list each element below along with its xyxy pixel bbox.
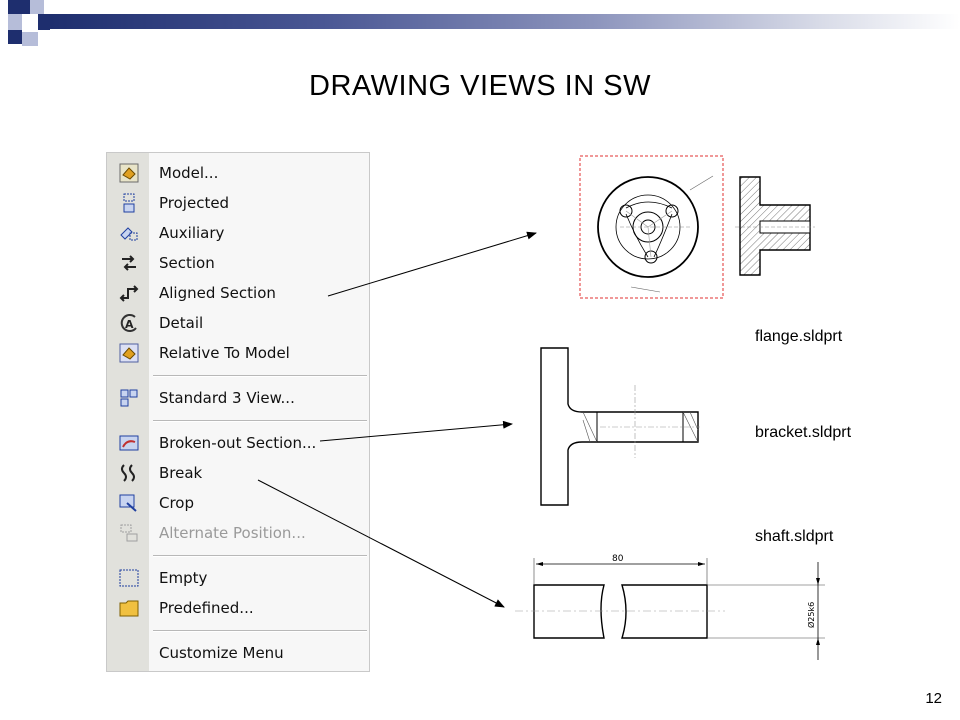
flange-section-view — [735, 176, 815, 276]
menu-item-model[interactable]: Model... — [107, 159, 369, 187]
menu-item-label: Standard 3 View... — [159, 389, 295, 407]
menu-item-section[interactable]: Section — [107, 249, 369, 277]
predefined-view-icon — [119, 598, 139, 618]
shaft-length-dimension: 80 — [612, 554, 624, 564]
menu-separator — [153, 375, 367, 377]
bolt-hole — [644, 250, 658, 264]
bolt-hole — [665, 204, 679, 218]
shaft-diameter-dimension: Ø25k6 — [806, 602, 816, 628]
flange-file-label: flange.sldprt — [755, 328, 843, 345]
broken-out-section-icon — [119, 433, 139, 453]
svg-text:A: A — [125, 318, 134, 331]
menu-icon-strip — [107, 153, 149, 671]
bracket-drawing — [540, 347, 700, 506]
auxiliary-view-icon — [119, 223, 139, 243]
shaft-drawing: 80 Ø25k6 — [515, 554, 825, 660]
menu-item-label: Alternate Position... — [159, 524, 306, 542]
menu-item-empty[interactable]: Empty — [107, 564, 369, 592]
shaft-file-label: shaft.sldprt — [755, 528, 834, 545]
menu-item-label: Empty — [159, 569, 208, 587]
menu-item-label: Crop — [159, 494, 195, 512]
corner-decoration — [0, 0, 80, 60]
menu-item-standard-3-view[interactable]: Standard 3 View... — [107, 384, 369, 412]
standard-3-view-icon — [119, 388, 139, 408]
drawing-view-menu: Model... Projected Auxiliary Section Ali… — [106, 152, 370, 672]
flange-front-view — [579, 155, 724, 299]
menu-item-label: Auxiliary — [159, 224, 225, 242]
menu-separator — [153, 420, 367, 422]
arrow-to-flange — [327, 231, 537, 297]
alternate-position-icon — [119, 523, 139, 543]
header-bar — [50, 14, 960, 29]
menu-item-relative-to-model[interactable]: Relative To Model — [107, 339, 369, 367]
menu-item-label: Section — [159, 254, 215, 272]
menu-item-customize-menu[interactable]: Customize Menu — [107, 639, 369, 667]
section-view-icon — [119, 253, 139, 273]
menu-item-crop[interactable]: Crop — [107, 489, 369, 517]
page-number: 12 — [925, 690, 942, 707]
menu-separator — [153, 630, 367, 632]
menu-item-aligned-section[interactable]: Aligned Section — [107, 279, 369, 307]
menu-item-detail[interactable]: A Detail — [107, 309, 369, 337]
projected-view-icon — [119, 193, 139, 213]
menu-item-broken-out-section[interactable]: Broken-out Section... — [107, 429, 369, 457]
menu-item-alternate-position[interactable]: Alternate Position... — [107, 519, 369, 547]
menu-item-label: Model... — [159, 164, 219, 182]
menu-item-projected[interactable]: Projected — [107, 189, 369, 217]
menu-item-label: Projected — [159, 194, 230, 212]
menu-item-predefined[interactable]: Predefined... — [107, 594, 369, 622]
empty-view-icon — [119, 568, 139, 588]
slide-title: DRAWING VIEWS IN SW — [309, 70, 651, 102]
menu-item-label: Relative To Model — [159, 344, 290, 362]
menu-item-break[interactable]: Break — [107, 459, 369, 487]
menu-item-auxiliary[interactable]: Auxiliary — [107, 219, 369, 247]
menu-item-label: Break — [159, 464, 203, 482]
flange-outer-circle — [597, 176, 699, 278]
arrow-to-bracket — [319, 420, 513, 442]
menu-item-label: Predefined... — [159, 599, 254, 617]
menu-item-label: Broken-out Section... — [159, 434, 317, 452]
relative-to-model-icon — [119, 343, 139, 363]
menu-item-label: Detail — [159, 314, 204, 332]
menu-separator — [153, 555, 367, 557]
break-icon — [119, 463, 139, 483]
arrow-to-shaft — [257, 479, 505, 608]
bracket-file-label: bracket.sldprt — [755, 424, 852, 441]
crop-icon — [119, 493, 139, 513]
crop-box — [579, 155, 724, 299]
aligned-section-icon — [119, 283, 139, 303]
menu-item-label: Customize Menu — [159, 644, 284, 662]
bolt-hole — [619, 204, 633, 218]
menu-item-label: Aligned Section — [159, 284, 276, 302]
model-view-icon — [119, 163, 139, 183]
detail-view-icon: A — [119, 313, 139, 333]
